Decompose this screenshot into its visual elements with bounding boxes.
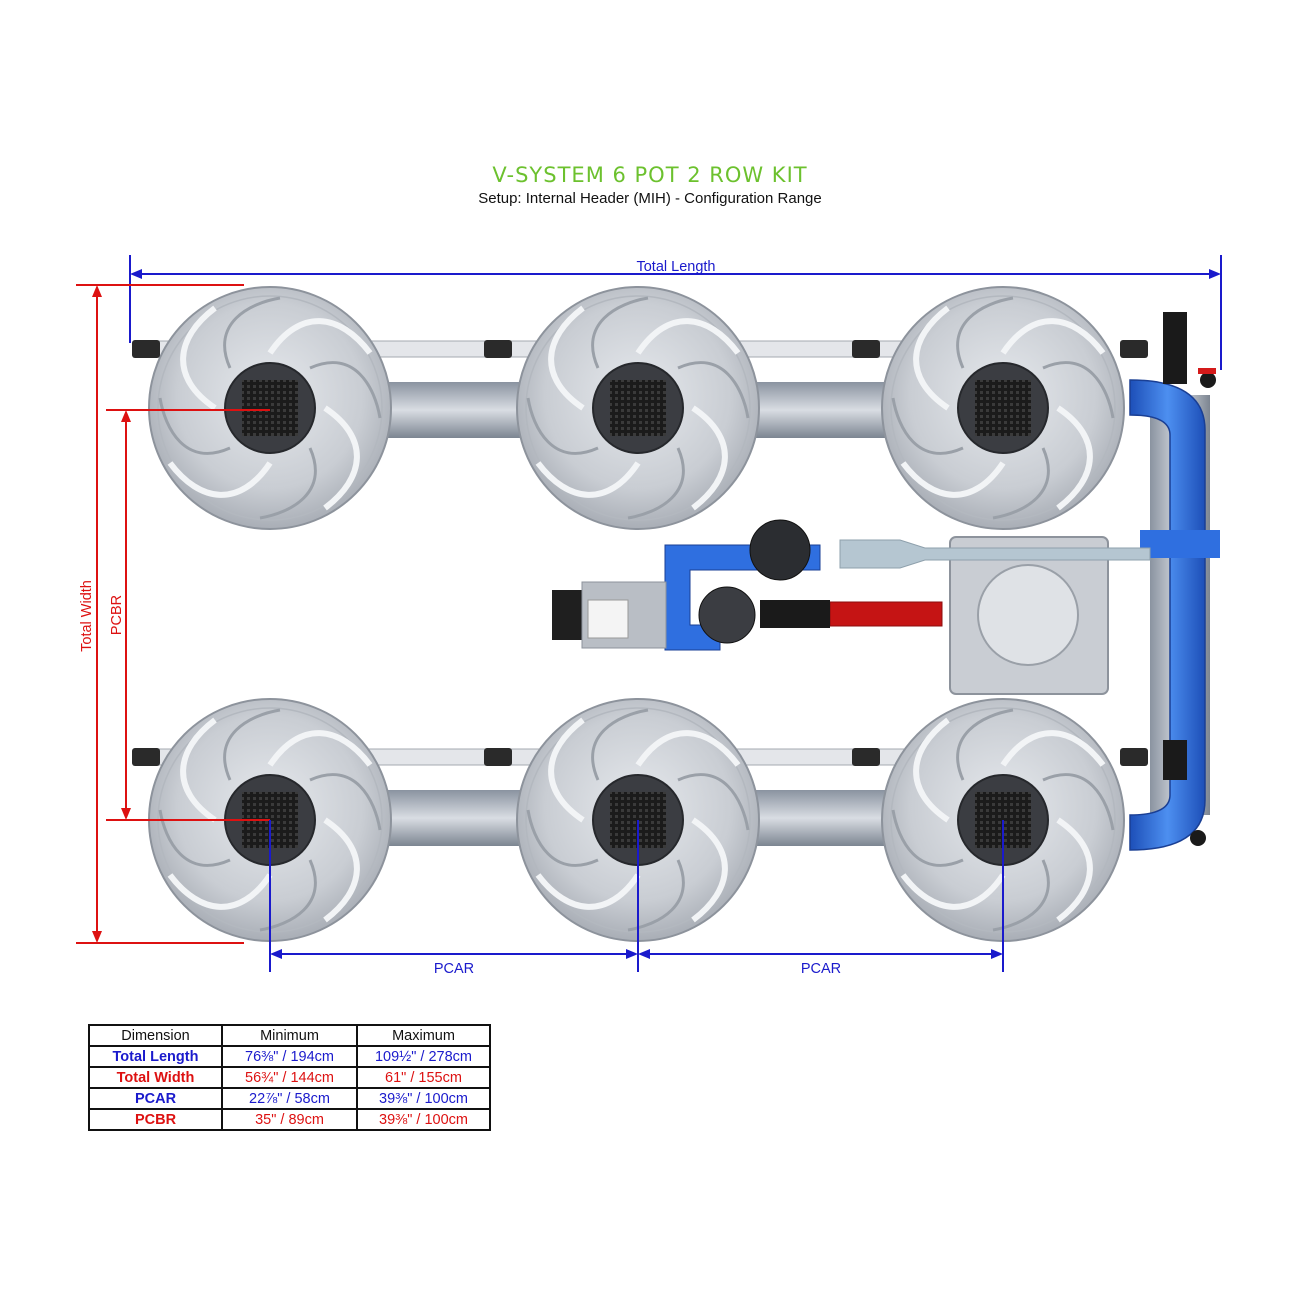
pump-housing [698, 586, 756, 644]
row-min: 22⅞" / 58cm [221, 1087, 358, 1110]
pot-upper-2 [517, 287, 759, 529]
pcbr-dimension: PCBR [106, 409, 270, 821]
row-label: Total Width [88, 1066, 223, 1089]
table-header-dimension: Dimension [88, 1024, 223, 1047]
row-max: 61" / 155cm [356, 1066, 491, 1089]
pcar-dimension-right: PCAR [638, 820, 1004, 977]
pump-outlet-valve [760, 600, 830, 628]
total-length-dimension: Total Length [129, 255, 1222, 370]
row-min: 56¾" / 144cm [221, 1066, 358, 1089]
total-length-label: Total Length [636, 259, 715, 275]
drain-fitting [1190, 830, 1206, 846]
row-max: 109½" / 278cm [356, 1045, 491, 1068]
red-tap [1198, 368, 1216, 374]
upper-tee-fitting [1163, 312, 1187, 384]
row-label: PCBR [88, 1108, 223, 1131]
table-row: PCBR 35" / 89cm 39⅜" / 100cm [88, 1108, 491, 1131]
row-max: 39⅜" / 100cm [356, 1087, 491, 1110]
table-row: PCAR 22⅞" / 58cm 39⅜" / 100cm [88, 1087, 491, 1110]
table-header-row: Dimension Minimum Maximum [88, 1024, 491, 1047]
red-feed-pipe [829, 601, 943, 627]
table-header-maximum: Maximum [356, 1024, 491, 1047]
diagram-subtitle: Setup: Internal Header (MIH) - Configura… [478, 190, 822, 207]
dimension-table: Dimension Minimum Maximum Total Length 7… [88, 1024, 491, 1131]
pump-label [587, 599, 629, 639]
feed-valves [132, 340, 1148, 766]
table-row: Total Length 76⅜" / 194cm 109½" / 278cm [88, 1045, 491, 1068]
return-pipe [839, 539, 1151, 569]
row-label: Total Length [88, 1045, 223, 1068]
row-max: 39⅜" / 100cm [356, 1108, 491, 1131]
blue-elbow-manifold [1129, 379, 1206, 851]
manifold-joint [1140, 530, 1220, 558]
diagram-title: V-SYSTEM 6 POT 2 ROW KIT [492, 163, 808, 187]
table-row: Total Width 56¾" / 144cm 61" / 155cm [88, 1066, 491, 1089]
lower-tee-fitting [1163, 740, 1187, 780]
pcbr-label: PCBR [109, 595, 125, 635]
pump-motor-end [552, 590, 584, 640]
filter-canister [749, 519, 811, 581]
row-min: 35" / 89cm [221, 1108, 358, 1131]
pcar-label-left: PCAR [434, 961, 474, 977]
row-label: PCAR [88, 1087, 223, 1110]
row-min: 76⅜" / 194cm [221, 1045, 358, 1068]
reservoir-lid [977, 564, 1079, 666]
valve-handle-upper [1200, 372, 1216, 388]
total-width-label: Total Width [79, 580, 95, 652]
pot-upper-1 [149, 287, 391, 529]
total-width-dimension: Total Width [76, 284, 244, 944]
pot-upper-3 [882, 287, 1124, 529]
table-header-minimum: Minimum [221, 1024, 358, 1047]
pcar-dimension-left: PCAR [269, 820, 639, 977]
pcar-label-right: PCAR [801, 961, 841, 977]
